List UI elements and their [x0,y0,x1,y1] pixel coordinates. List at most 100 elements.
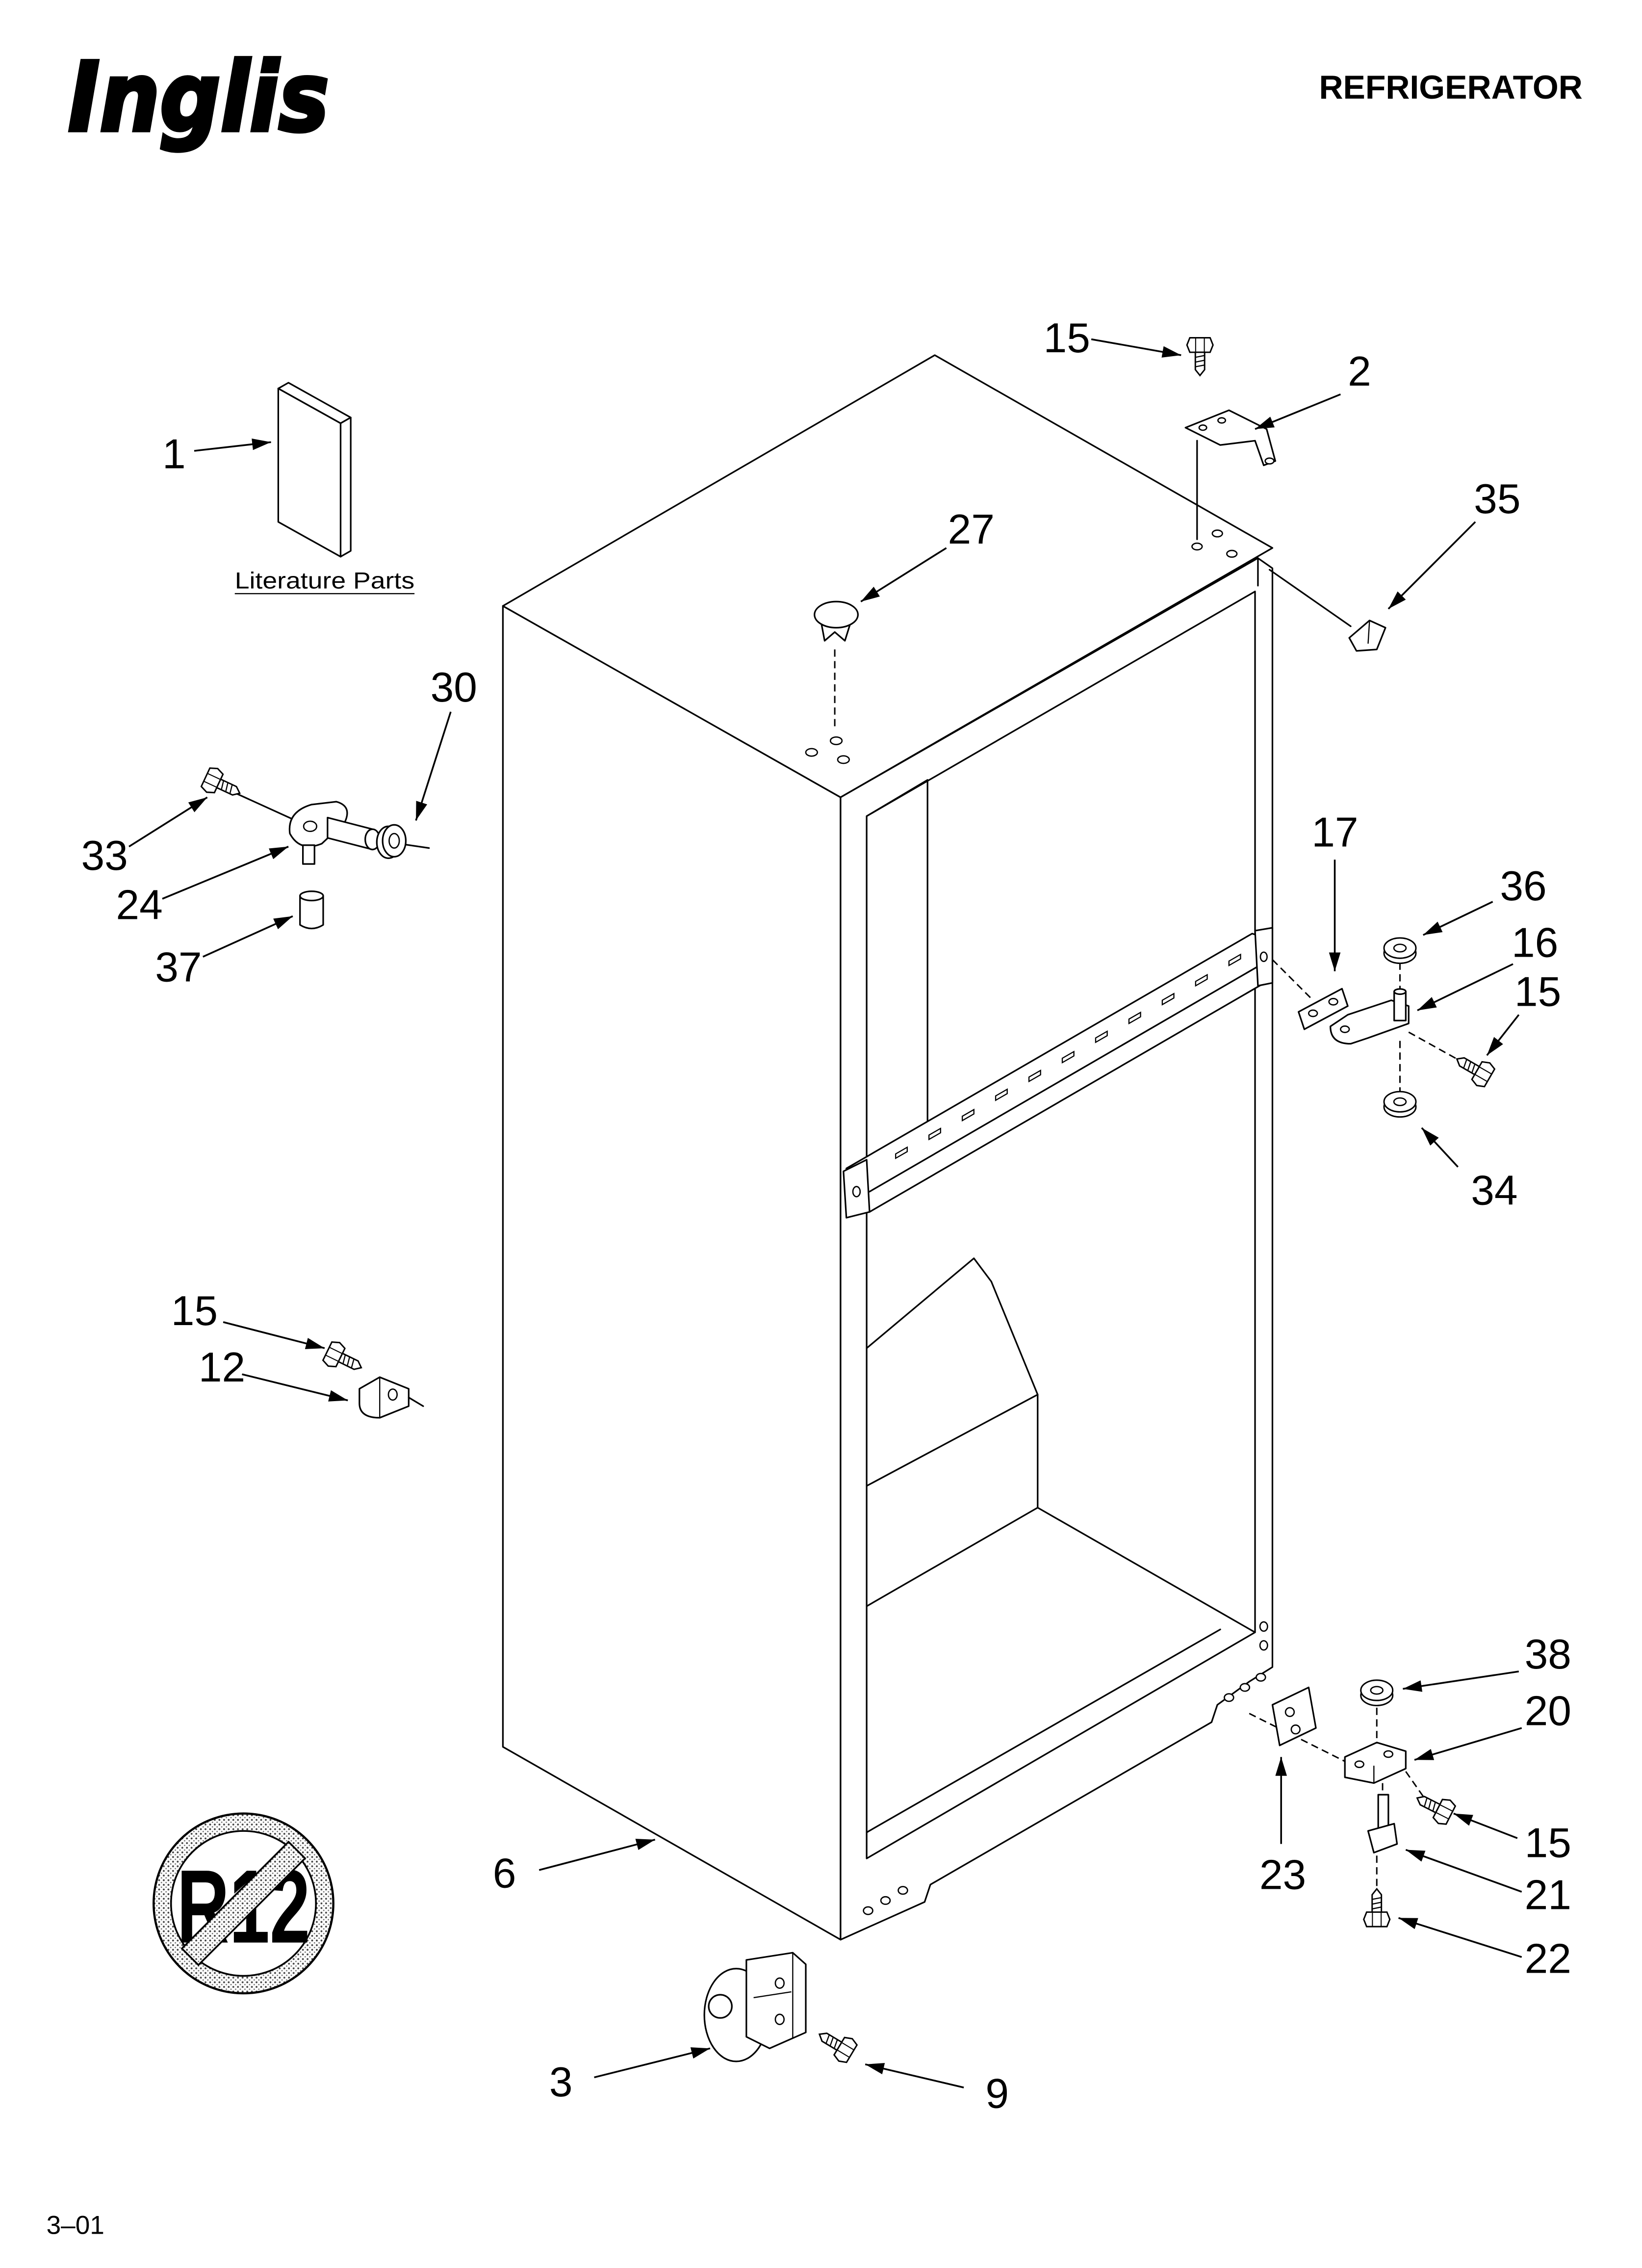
hinge-plate-hole [303,820,318,832]
shim-hole [1308,1009,1318,1017]
no-r12-badge: R12 [153,1812,334,1995]
leader-34 [1421,1127,1459,1168]
part-24-mounting-line [231,790,297,822]
callout-1: 1 [162,430,186,477]
callout-15-hinge: 15 [1514,968,1561,1016]
hinge-hole [1383,1750,1394,1758]
leader-15-bottom [1453,1812,1518,1839]
part-9-screw [812,2022,859,2066]
evaporator-cover-outline [866,1257,1039,1509]
brand-logo: Inglis [68,42,329,153]
part-3-roller-assembly [703,1952,807,2062]
frame-hole [1259,1621,1268,1632]
rail-lower-edge [869,959,1271,1193]
callout-6: 6 [493,1850,516,1897]
callout-12: 12 [199,1344,245,1391]
part-15-top-screw [1186,337,1214,376]
callout-15-cap: 15 [171,1287,218,1334]
toe-hole [1239,1683,1251,1692]
callout-23: 23 [1259,1851,1306,1898]
part-12-mounting-line [408,1396,424,1407]
callout-27: 27 [948,506,995,553]
top-hole [805,748,818,757]
washer-hole [388,833,400,849]
hinge-screw-axis [1408,1031,1462,1062]
toe-hole [880,1896,891,1905]
literature-parts-label: Literature Parts [235,568,414,594]
leader-9 [865,2063,964,2088]
cap-body [359,1376,410,1419]
part-24-hinge-pin-bracket [288,801,381,865]
part-34-washer [1383,1091,1417,1118]
part-2-top-hinge-bracket [1184,409,1276,467]
leader-16 [1417,963,1514,1012]
plug-cap [814,600,859,629]
callout-22: 22 [1525,1935,1571,1982]
floor-back-edge [866,1507,1039,1607]
bushing-top [299,890,324,902]
top-hole [1211,529,1223,538]
callout-24: 24 [116,881,162,928]
hinge-stem [302,844,315,865]
bracket-hole [1198,424,1207,431]
callout-34: 34 [1471,1167,1517,1214]
callout-36: 36 [1500,862,1546,910]
callout-33: 33 [81,832,128,879]
callout-21: 21 [1525,1872,1571,1919]
bracket-hole [1217,417,1227,424]
floor-side-edge [1037,1507,1256,1633]
leader-15-hinge [1486,1014,1520,1056]
bracket-rib [753,1991,792,1999]
roller-bracket [745,1952,807,2049]
center-hinge-mounting-line [1272,959,1314,1001]
part-17-hinge-shim [1298,988,1349,1030]
callout-2: 2 [1348,348,1371,395]
booklet-spine [339,417,352,558]
hinge-hole [1354,1760,1364,1768]
top-hole [829,736,843,745]
top-hole [837,755,850,764]
bushing-body [299,895,324,930]
shim-plate [1271,1686,1317,1747]
part-38-washer [1360,1679,1394,1706]
hinge-pin-top [1393,988,1407,995]
cabinet-top-panel [502,354,1274,798]
leader-35 [1387,521,1476,610]
part-12-hinge-cap [359,1376,410,1419]
callout-15-bottom: 15 [1525,1819,1571,1866]
leader-37 [202,915,293,958]
part-35-cap [1348,620,1386,652]
part-35-mounting-line [1268,569,1352,627]
leader-6 [539,1839,656,1871]
leader-36 [1423,901,1493,936]
callout-35: 35 [1474,475,1520,522]
part-33-screw [199,764,246,806]
roller-wheel [708,1994,733,2019]
part-22-screw [1363,1888,1391,1928]
leader-2 [1255,393,1341,430]
rail-end-hole [1259,951,1268,963]
leader-12 [242,1373,348,1402]
part-27-plug [814,600,859,642]
part-15-hinge-screw [1449,1047,1497,1090]
booklet-cover [277,388,342,558]
callout-labels: 15 2 1 27 35 30 33 24 37 17 36 16 15 34 … [81,314,1571,2117]
cap-body [1348,620,1386,652]
shim-hole [1290,1724,1301,1735]
hinge-body [1344,1742,1407,1784]
top-hole [1226,549,1238,558]
divider-rail [843,927,1274,1219]
bracket-pin [1264,457,1275,465]
leader-3 [594,2047,711,2079]
floor-front-lip [866,1628,1221,1833]
leader-24 [162,846,289,900]
hinge-hole [1340,1025,1350,1033]
cap-edge [1367,620,1370,644]
callout-30: 30 [431,664,477,711]
leader-15-cap [223,1321,325,1349]
shim-hole [1328,998,1338,1006]
freezer-back-corner [866,779,928,1178]
page-title: REFRIGERATOR [1319,69,1582,106]
pin-base [1367,1823,1398,1854]
